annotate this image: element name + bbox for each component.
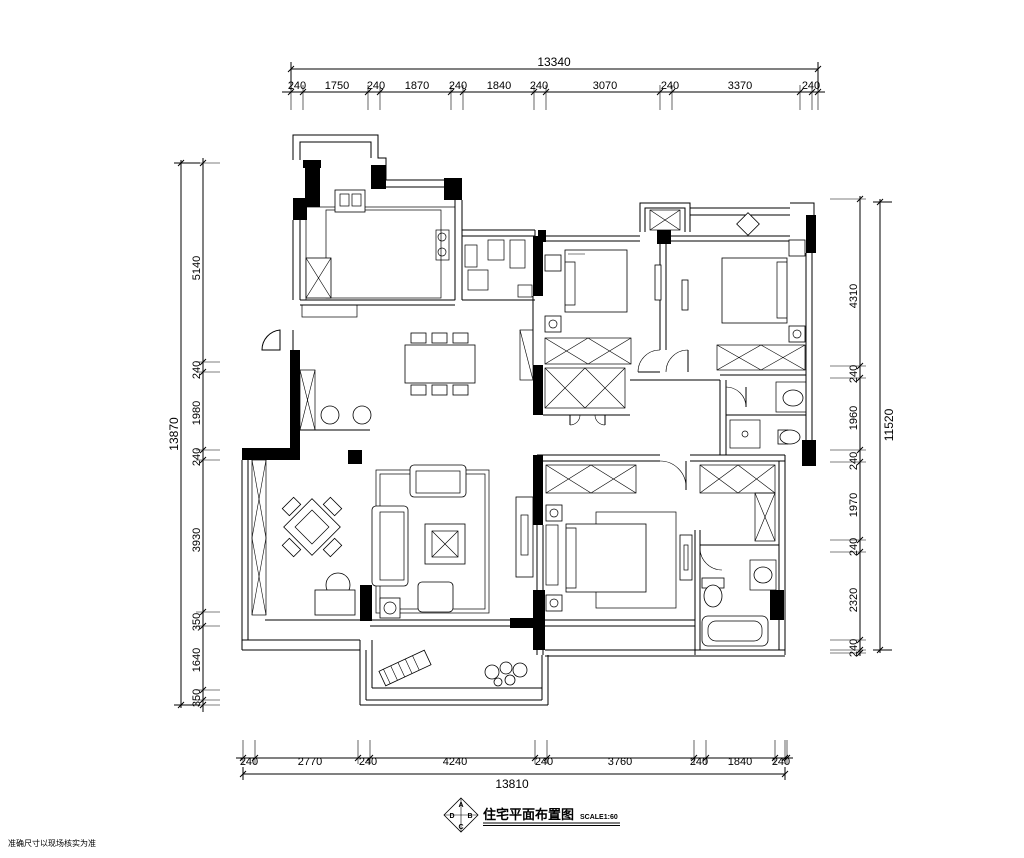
lounge-chair-icon <box>378 649 432 687</box>
left-dim-3: 1980 <box>191 401 203 425</box>
top-dim-5: 240 <box>449 80 467 92</box>
right-dim-1: 4310 <box>848 284 860 308</box>
left-dimension-chain: 13870 5140 240 1980 240 3930 350 1640 35… <box>167 158 220 712</box>
drawing-scale: SCALE1:60 <box>580 814 618 821</box>
bottom-dim-8: 1840 <box>728 756 752 768</box>
bathroom-1 <box>725 381 807 449</box>
bottom-total-dimension: 13810 <box>495 777 529 791</box>
tv-cabinet-icon <box>515 496 534 578</box>
dining-chair <box>431 384 448 396</box>
stove-burner-icon <box>437 232 447 242</box>
dining-table <box>404 329 534 396</box>
bottom-dimension-chain: 240 2770 240 4240 240 3760 240 1840 240 … <box>236 740 793 791</box>
walls <box>241 134 816 706</box>
left-dim-4: 240 <box>191 448 203 466</box>
dining-chair <box>410 332 427 344</box>
desk-chair-icon <box>736 212 760 236</box>
right-dim-8: 240 <box>848 639 860 657</box>
left-dim-2: 240 <box>191 361 203 379</box>
top-dim-9: 240 <box>661 80 679 92</box>
dining-chair <box>410 384 427 396</box>
dining-chair <box>431 332 448 344</box>
top-dim-6: 1840 <box>487 80 511 92</box>
title-block: A B C D 住宅平面布置图 SCALE1:60 <box>443 797 620 833</box>
compass-n: A <box>458 802 463 809</box>
dining-chair <box>452 384 469 396</box>
bottom-dim-6: 3760 <box>608 756 632 768</box>
square-table-icon <box>281 496 343 558</box>
plants-icon <box>484 661 528 687</box>
footnote: 准确尺寸以现场核实为准 <box>8 838 96 848</box>
wardrobe <box>544 337 632 365</box>
kitchen-sink-icon <box>334 189 366 213</box>
top-dim-4: 1870 <box>405 80 429 92</box>
right-dimension-chain: 4310 240 1960 240 1970 240 2320 240 1152… <box>830 195 896 657</box>
compass-w: D <box>449 813 454 820</box>
compass-e: B <box>467 813 472 820</box>
left-dim-7: 1640 <box>191 648 203 672</box>
compass-s: C <box>458 824 463 831</box>
entry-area <box>261 329 372 431</box>
bed-icon <box>564 249 628 313</box>
top-total-dimension: 13340 <box>537 55 571 69</box>
top-dim-7: 240 <box>530 80 548 92</box>
left-dim-8: 350 <box>191 689 203 707</box>
bathtub-icon <box>701 615 769 647</box>
ensuite-basin-icon <box>753 566 773 584</box>
right-dim-7: 2320 <box>848 588 860 612</box>
washbasin-icon <box>782 389 804 407</box>
left-dim-6: 350 <box>191 613 203 631</box>
bottom-dim-7: 240 <box>690 756 708 768</box>
sofa-left-icon <box>371 505 409 587</box>
master-bedroom <box>545 460 776 612</box>
compass-icon: A B C D <box>443 797 479 833</box>
top-dim-2: 1750 <box>325 80 349 92</box>
left-total-dimension: 13870 <box>167 417 181 451</box>
dining-chair <box>452 332 469 344</box>
drawing-title: 住宅平面布置图 <box>483 807 574 823</box>
right-dim-4: 240 <box>848 452 860 470</box>
top-dim-10: 3370 <box>728 80 752 92</box>
bottom-dim-4: 4240 <box>443 756 467 768</box>
right-dim-6: 240 <box>848 538 860 556</box>
top-dim-3: 240 <box>367 80 385 92</box>
bedroom-2 <box>649 209 806 373</box>
left-dim-1: 5140 <box>191 256 203 280</box>
bottom-dim-1: 240 <box>240 756 258 768</box>
bedroom-1 <box>544 249 661 426</box>
armchair-bottom-icon <box>417 581 454 613</box>
top-dim-8: 3070 <box>593 80 617 92</box>
right-total-dimension: 11520 <box>882 408 896 441</box>
right-dim-3: 1960 <box>848 406 860 430</box>
bottom-dim-3: 240 <box>359 756 377 768</box>
top-dim-11: 240 <box>802 80 820 92</box>
ensuite-toilet-icon <box>703 584 723 608</box>
study-room <box>251 459 356 616</box>
sofa-top-icon <box>409 464 467 498</box>
entry-door-swing <box>261 329 281 351</box>
kitchen <box>301 189 533 318</box>
right-dim-2: 240 <box>848 365 860 383</box>
top-dim-1: 240 <box>288 80 306 92</box>
master-tv-icon <box>679 534 693 581</box>
master-bed-icon <box>565 523 647 593</box>
bottom-dim-9: 240 <box>772 756 790 768</box>
armchair-icon <box>320 405 340 425</box>
bed-2-icon <box>721 257 788 324</box>
balcony <box>378 649 528 687</box>
living-room <box>371 464 534 619</box>
toilet-icon <box>779 429 801 445</box>
bottom-dim-5: 240 <box>535 756 553 768</box>
bedroom-1-door <box>569 415 606 425</box>
master-ensuite <box>699 547 777 647</box>
right-dim-5: 1970 <box>848 493 860 517</box>
left-dim-5: 3930 <box>191 528 203 552</box>
top-dimension-chain: 13340 240 1750 240 1870 240 1840 240 307… <box>282 55 825 110</box>
bottom-dim-2: 2770 <box>298 756 322 768</box>
